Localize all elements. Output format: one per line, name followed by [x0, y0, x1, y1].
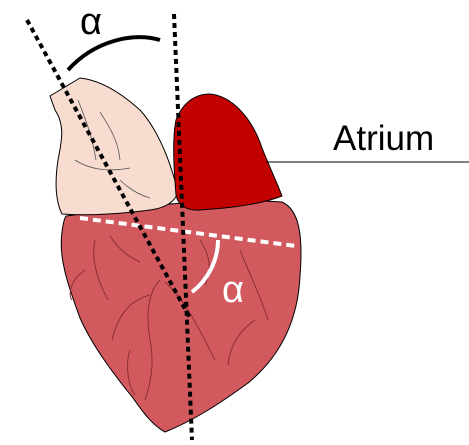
ventricle: [61, 201, 301, 432]
alpha-inner-label: α: [222, 269, 244, 311]
pale-atrium: [50, 78, 178, 215]
atrium: [174, 94, 282, 210]
atrium-label: Atrium: [333, 119, 434, 158]
alpha-top-label: α: [80, 1, 102, 43]
